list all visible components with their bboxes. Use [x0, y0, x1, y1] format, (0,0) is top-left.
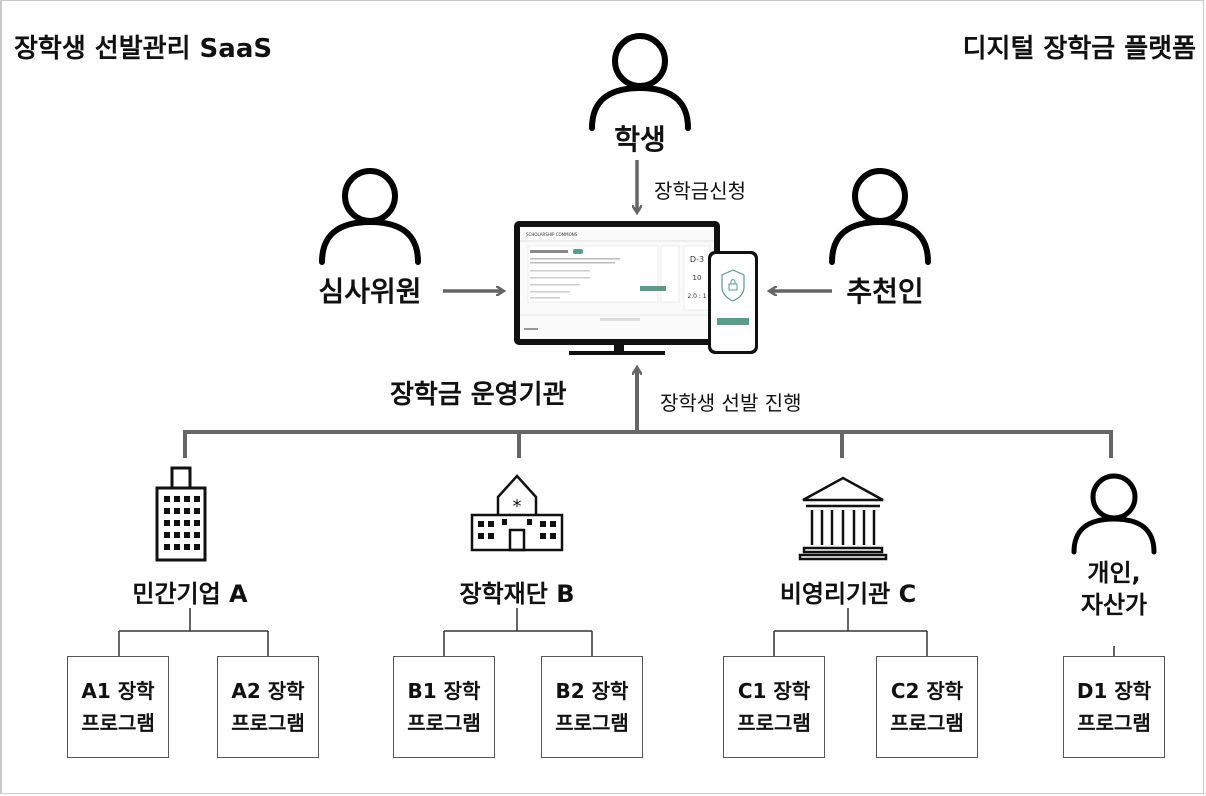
program-c2-label: 프로그램: [890, 711, 964, 735]
screen-dday-text: D-3: [690, 255, 704, 264]
foundation-building-icon: *: [470, 474, 564, 552]
phone-icon: [708, 251, 758, 354]
operator-label: 장학금 운영기관: [390, 380, 567, 410]
left-title: 장학생 선발관리 SaaS: [14, 34, 273, 64]
org-tree-lines: [183, 430, 1113, 458]
program-b2-code: B2 장학: [555, 679, 629, 703]
recommender-person-icon: [829, 168, 931, 265]
program-b2-label: 프로그램: [555, 711, 629, 735]
monitor-icon: SCHOLARSHIP COMMONS D-3 10 2.0 : 1: [514, 221, 720, 355]
org-name-d-line2: 자산가: [1080, 591, 1148, 619]
selection-flow-label: 장학생 선발 진행: [660, 391, 802, 415]
svg-text:*: *: [513, 496, 522, 517]
reviewer-person-icon: [319, 168, 421, 265]
student-person-icon: [589, 33, 691, 131]
office-building-icon: [155, 466, 207, 562]
screen-brand-text: SCHOLARSHIP COMMONS: [526, 232, 578, 237]
apply-flow-label: 장학금신청: [654, 179, 746, 203]
screen-count-text: 10: [693, 274, 702, 282]
org-name-c: 비영리기관 C: [779, 580, 917, 608]
program-c2-code: C2 장학: [890, 679, 964, 703]
program-branch-lines: [118, 608, 1115, 656]
institution-columns-icon: [798, 476, 888, 561]
program-a2-code: A2 장학: [231, 679, 305, 703]
org-name-a: 민간기업 A: [132, 580, 248, 608]
screen-ratio-text: 2.0 : 1: [687, 293, 706, 300]
recommender-label: 추천인: [846, 275, 924, 308]
student-label: 학생: [614, 123, 666, 156]
program-a1-code: A1 장학: [81, 679, 155, 703]
program-c1-code: C1 장학: [737, 679, 811, 703]
program-c1-label: 프로그램: [737, 711, 811, 735]
program-b1-code: B1 장학: [407, 679, 481, 703]
org-name-d-line1: 개인,: [1087, 559, 1141, 587]
right-title: 디지털 장학금 플랫폼: [962, 34, 1196, 64]
program-d1-label: 프로그램: [1077, 711, 1151, 735]
org-name-b: 장학재단 B: [459, 580, 575, 608]
program-b1-label: 프로그램: [407, 711, 481, 735]
org-name-d: 개인, 자산가: [1054, 557, 1174, 621]
individual-person-icon: [1071, 473, 1157, 555]
program-a2-label: 프로그램: [231, 711, 305, 735]
program-d1-code: D1 장학: [1076, 679, 1152, 703]
program-a1-label: 프로그램: [81, 711, 155, 735]
reviewer-label: 심사위원: [318, 275, 422, 308]
